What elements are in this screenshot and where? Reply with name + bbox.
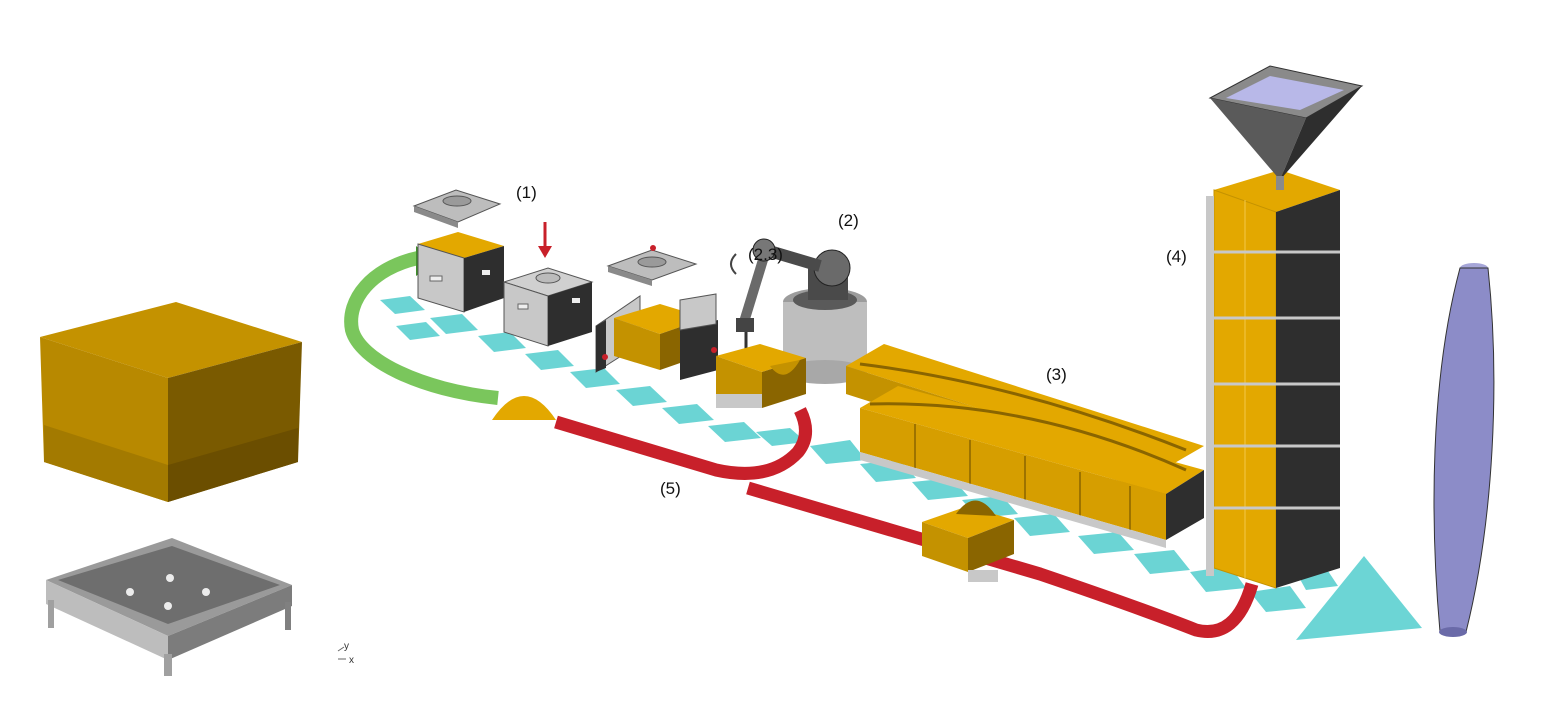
mold-block — [40, 302, 302, 502]
axis-y-label: y — [344, 641, 349, 652]
label-step-2: (2) — [838, 211, 859, 230]
flow-arrow-icon — [1296, 556, 1422, 640]
label-step-2-3: (2.3) — [748, 245, 783, 264]
station-open-frame — [595, 245, 718, 380]
axis-x-label: x — [349, 655, 354, 666]
return-path-green — [344, 251, 499, 405]
dome-part — [492, 396, 556, 420]
return-path-red-lower — [746, 481, 1259, 638]
conveyor-tiles — [380, 296, 1338, 612]
return-path-red-upper — [554, 407, 812, 480]
station-1 — [412, 189, 594, 347]
axis-indicator: y x — [337, 641, 354, 666]
cradle-part-2 — [922, 500, 1014, 582]
mold-tray — [46, 538, 292, 676]
cradle-part-1 — [716, 344, 806, 408]
label-step-1: (1) — [516, 183, 537, 202]
label-step-5: (5) — [660, 479, 681, 498]
casting-tower — [1206, 65, 1364, 589]
curing-troughs — [846, 344, 1204, 548]
final-column — [1433, 263, 1495, 637]
label-step-3: (3) — [1046, 365, 1067, 384]
label-step-4: (4) — [1166, 247, 1187, 266]
